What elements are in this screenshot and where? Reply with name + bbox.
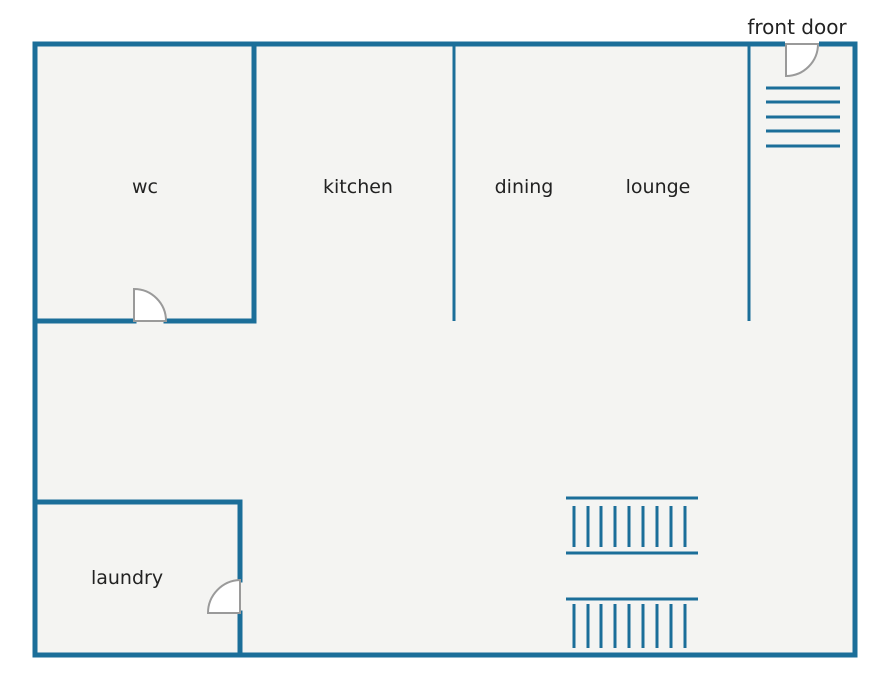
laundry-door-icon <box>206 578 241 614</box>
stairs-lower-icon <box>566 597 698 648</box>
laundry-walls <box>32 499 243 658</box>
stairs-upper-icon <box>566 496 698 555</box>
front-door[interactable] <box>785 40 820 78</box>
entry-stairs-icon <box>766 86 840 148</box>
room-label-laundry: laundry <box>91 567 163 589</box>
wc-door[interactable] <box>133 287 168 322</box>
room-label-lounge: lounge <box>626 176 691 198</box>
room-label-wc: wc <box>132 176 158 198</box>
wc-door-icon <box>133 287 168 322</box>
laundry-door[interactable] <box>206 578 241 614</box>
front-door-icon <box>785 43 820 78</box>
wc-walls <box>32 41 257 324</box>
house-outline <box>32 41 858 658</box>
room-label-kitchen: kitchen <box>323 176 393 198</box>
room-label-dining: dining <box>495 176 554 198</box>
front-door-label: front door <box>747 15 847 39</box>
